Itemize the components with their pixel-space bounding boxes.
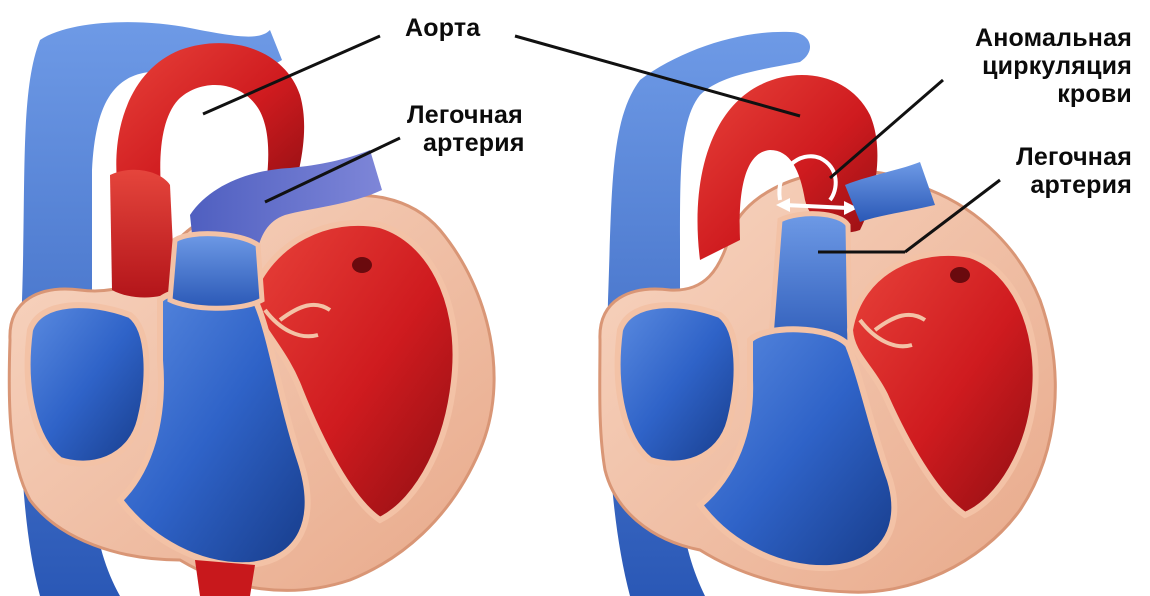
aorta-trunk xyxy=(110,170,175,298)
pulmonary-vein-opening xyxy=(352,257,372,273)
abnormal-circulation-label: Аномальная циркуляция крови xyxy=(975,24,1132,108)
pulmonary-vein-opening xyxy=(950,267,970,283)
abnormal-circulation-label-line3: крови xyxy=(975,80,1132,108)
pulmonary-trunk-blue xyxy=(170,234,262,309)
abnormal-heart xyxy=(600,32,1056,596)
pulmonary-artery-label-left: Легочная артерия xyxy=(407,101,525,157)
right-atrium xyxy=(618,305,737,463)
right-atrium xyxy=(28,305,147,463)
aorta-label: Аорта xyxy=(405,14,480,42)
pulmonary-artery-label-left-line2: артерия xyxy=(407,129,525,157)
abnormal-circulation-label-line2: циркуляция xyxy=(975,52,1132,80)
pulmonary-artery-label-right-line1: Легочная xyxy=(1016,143,1132,171)
pulmonary-artery-label-right: Легочная артерия xyxy=(1016,143,1132,199)
abnormal-circulation-label-line1: Аномальная xyxy=(975,24,1132,52)
pulmonary-artery-label-right-line2: артерия xyxy=(1016,171,1132,199)
inferior-vessel xyxy=(195,560,255,596)
pulmonary-artery-label-left-line1: Легочная xyxy=(407,101,525,129)
